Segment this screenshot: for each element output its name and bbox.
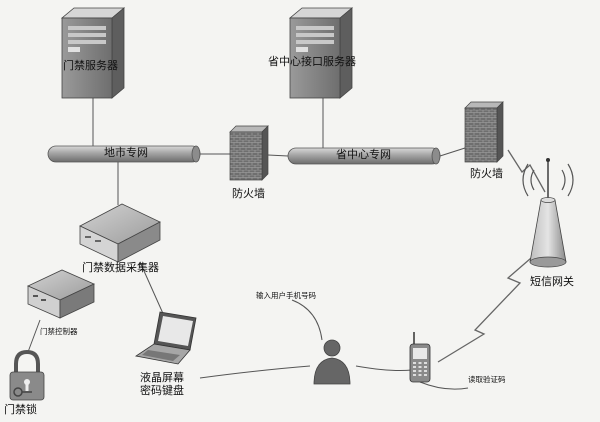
firewall-to-province-line — [267, 154, 289, 157]
access-controller-icon — [27, 269, 95, 319]
door-lock-icon — [9, 349, 45, 401]
controller-to-lock-line — [27, 319, 41, 353]
firewall-left-icon — [229, 125, 269, 181]
gateway-to-phone-lightning — [437, 251, 539, 363]
data-collector-label: 门禁数据采集器 — [82, 261, 159, 274]
input-phone-to-user-curve — [291, 299, 323, 341]
user-icon — [313, 339, 351, 385]
lightning-links — [437, 149, 546, 363]
sms-gateway-label: 短信网关 — [530, 275, 574, 288]
access-server-icon — [60, 7, 126, 99]
city-network-label: 地市专网 — [104, 146, 148, 159]
sms-gateway-icon — [522, 158, 574, 268]
province-network-pipe — [287, 147, 466, 165]
collector-to-keypad-line — [139, 261, 166, 319]
firewall-right-label: 防火墙 — [470, 167, 503, 180]
read-code-to-phone-curve — [419, 381, 469, 390]
province-server-icon — [288, 7, 354, 99]
password-keypad-label: 密码键盘 — [140, 383, 184, 397]
lcd-screen-label: 液晶屏幕 — [140, 371, 184, 384]
access-controller-label: 门禁控制器 — [40, 327, 78, 336]
firewall-left-label: 防火墙 — [232, 187, 265, 200]
lcd-keypad-label: 液晶屏幕 密码键盘 — [140, 371, 184, 397]
laptop-keypad-icon — [134, 311, 197, 365]
firewall-to-gateway-lightning — [507, 149, 546, 193]
data-collector-icon — [79, 203, 161, 263]
connection-lines — [27, 98, 469, 390]
province-network-label: 省中心专网 — [336, 148, 391, 161]
door-lock-label: 门禁锁 — [4, 403, 37, 416]
read-code-label: 读取验证码 — [468, 375, 506, 384]
input-phone-label: 输入用户手机号码 — [256, 291, 316, 300]
access-server-label: 门禁服务器 — [63, 59, 118, 72]
user-to-phone-curve — [355, 365, 413, 371]
mobile-phone-icon — [409, 332, 431, 383]
firewall-right-icon — [464, 101, 504, 163]
province-server-label: 省中心接口服务器 — [268, 55, 356, 68]
keypad-to-user-curve — [199, 365, 311, 379]
